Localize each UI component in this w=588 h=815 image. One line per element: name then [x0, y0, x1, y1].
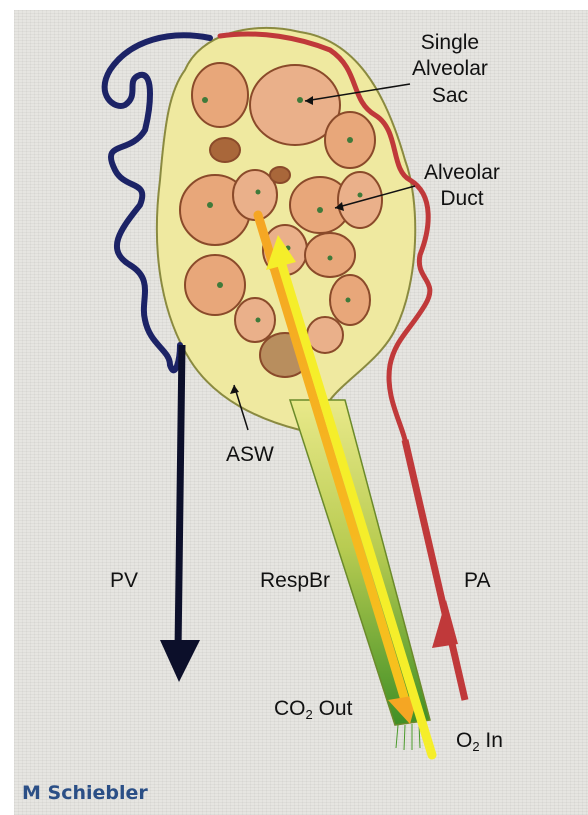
- pulmonary-artery-arrowhead: [432, 600, 458, 648]
- pv-label: PV: [110, 568, 138, 594]
- duct-label-line-1: Alveolar: [424, 160, 500, 186]
- co2-out-label: CO2 Out: [274, 696, 352, 723]
- o2-subscript: 2: [472, 739, 479, 754]
- sac-label-line-3: Sac: [412, 83, 488, 109]
- asw-label: ASW: [226, 442, 274, 468]
- pa-label: PA: [464, 568, 490, 594]
- author-credit: M Schiebler: [22, 782, 148, 804]
- co2-out-text: Out: [313, 697, 353, 720]
- o2-in-text: In: [480, 729, 503, 752]
- co2-subscript: 2: [306, 707, 313, 722]
- o2-in-label: O2 In: [456, 728, 503, 755]
- sac-label-line-1: Single: [412, 30, 488, 56]
- co2-text: CO: [274, 697, 306, 720]
- duct-label-line-2: Duct: [424, 186, 500, 212]
- pulmonary-vein-arrowhead: [160, 640, 200, 682]
- alveolar-duct-label: Alveolar Duct: [424, 160, 500, 213]
- pulmonary-vein-shaft: [178, 345, 182, 652]
- sac-label-line-2: Alveolar: [412, 56, 488, 82]
- respbr-label: RespBr: [260, 568, 330, 594]
- o2-text: O: [456, 729, 472, 752]
- single-alveolar-sac-label: Single Alveolar Sac: [412, 30, 488, 109]
